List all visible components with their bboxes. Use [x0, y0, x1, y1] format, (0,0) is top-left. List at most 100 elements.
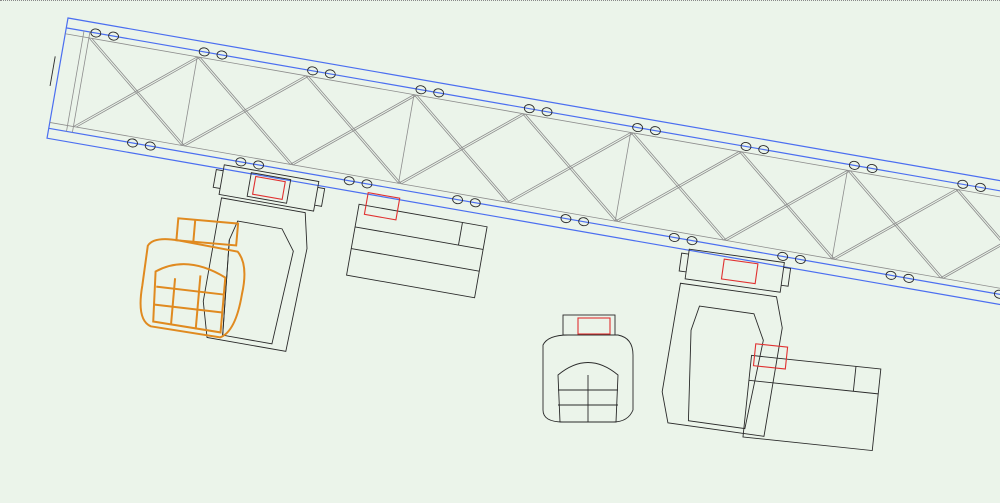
truss-bolt: [975, 182, 986, 192]
truss-bolt: [758, 145, 770, 155]
fixture-label-box: [577, 317, 611, 335]
fixture-edge: [748, 379, 879, 395]
truss-vertical: [181, 56, 198, 146]
truss-rail: [65, 33, 1000, 207]
truss-diagonal: [413, 94, 508, 203]
fixture-label-box: [752, 343, 789, 370]
truss-bolt: [108, 31, 119, 41]
truss-bottom-chord: [48, 127, 1000, 301]
selected-fixture-base: [175, 217, 240, 247]
truss-diagonal: [955, 188, 1000, 298]
top-ruler: [0, 0, 1000, 3]
selected-fixture-head: [152, 263, 227, 334]
moving-head-fixture[interactable]: [658, 248, 792, 437]
selected-fixture-line: [156, 285, 224, 296]
fixture-label-box: [720, 258, 759, 285]
truss-diagonal: [416, 94, 511, 203]
selected-fixture-line: [154, 303, 223, 314]
truss-bolts: [90, 28, 1000, 299]
selected-fixture[interactable]: [138, 216, 249, 339]
fixture-edge: [852, 366, 857, 392]
truss-vertical: [398, 94, 415, 184]
truss-bolt: [198, 47, 210, 57]
truss-bolt: [668, 233, 680, 242]
truss-bolt: [253, 160, 264, 170]
fixture-label-frame: [246, 172, 292, 204]
truss-bolt: [885, 270, 897, 280]
truss-bolt: [578, 217, 590, 227]
wash-fixture[interactable]: [346, 191, 490, 299]
truss-bolt: [903, 273, 915, 283]
truss-bolt: [632, 123, 644, 133]
truss-diagonal: [958, 189, 1000, 298]
truss-diagonal: [940, 207, 1000, 279]
fixture-yoke-base: [212, 164, 326, 212]
moving-head-fixture[interactable]: [542, 314, 634, 423]
truss-top-chord: [66, 27, 1000, 201]
truss-diagonal: [726, 170, 851, 241]
truss-bolt: [452, 195, 463, 205]
fixture-edge: [222, 239, 230, 336]
truss-connector: [49, 56, 56, 87]
truss-bolt: [415, 85, 427, 95]
truss-diagonal: [199, 57, 294, 166]
wash-fixture[interactable]: [742, 343, 882, 452]
truss-bolt: [523, 104, 535, 114]
truss-diagonal: [73, 56, 198, 127]
truss-bolt: [777, 251, 789, 261]
truss-diagonal: [506, 132, 631, 203]
truss-bolt: [649, 126, 661, 136]
fixture-edge: [351, 248, 480, 272]
fixture-head: [687, 305, 764, 430]
moving-head-fixture[interactable]: [187, 164, 326, 353]
truss-bolt: [469, 198, 481, 208]
truss-bolt: [433, 88, 445, 98]
truss-diagonal: [76, 56, 201, 128]
fixture-yoke: [542, 334, 634, 423]
truss-diagonal: [509, 132, 634, 204]
fixture-label-box: [251, 175, 286, 201]
truss-bolt: [866, 164, 878, 173]
truss-bolt: [90, 28, 102, 38]
fixture-edge: [354, 226, 484, 250]
truss-diagonal: [196, 56, 291, 165]
truss-diagonal: [850, 170, 944, 279]
truss-bolt: [794, 255, 806, 264]
selected-fixture-yoke: [139, 238, 246, 339]
selected-fixture-line: [194, 275, 202, 330]
truss-bolt: [216, 50, 228, 60]
truss-bolt: [957, 179, 969, 189]
truss-selection-outline: [46, 17, 1000, 311]
fixture-yoke: [202, 197, 308, 352]
fixture-head: [557, 362, 619, 423]
fixture-body: [742, 354, 882, 452]
fixture-label-box: [363, 192, 401, 221]
truss-vertical: [831, 170, 848, 260]
truss-bolt: [235, 157, 247, 167]
truss-bolt: [560, 214, 572, 224]
truss-diagonal: [289, 94, 415, 165]
truss-bolt: [127, 138, 138, 148]
truss-vertical: [614, 132, 632, 222]
truss-diagonals: [73, 37, 1000, 298]
truss-bolt: [343, 176, 355, 186]
truss-bolt: [993, 289, 1000, 299]
truss-diagonal: [723, 169, 848, 241]
truss-diagonal: [633, 132, 727, 241]
truss-diagonal: [630, 132, 724, 241]
truss-diagonal: [847, 170, 941, 279]
fixture-body: [346, 203, 488, 299]
truss-diagonal: [292, 94, 418, 166]
truss-bolt: [307, 66, 318, 76]
truss-bolt: [361, 179, 373, 189]
truss-rail: [49, 122, 1000, 295]
truss-end-plate: [66, 30, 85, 132]
selected-fixture-edge: [192, 219, 197, 242]
truss-bolt: [740, 141, 752, 151]
truss-bolt: [144, 141, 156, 151]
fixture-yoke-base: [678, 248, 792, 293]
fixture-yoke: [661, 282, 783, 437]
truss[interactable]: [41, 17, 1000, 332]
truss-diagonal: [943, 208, 1000, 279]
